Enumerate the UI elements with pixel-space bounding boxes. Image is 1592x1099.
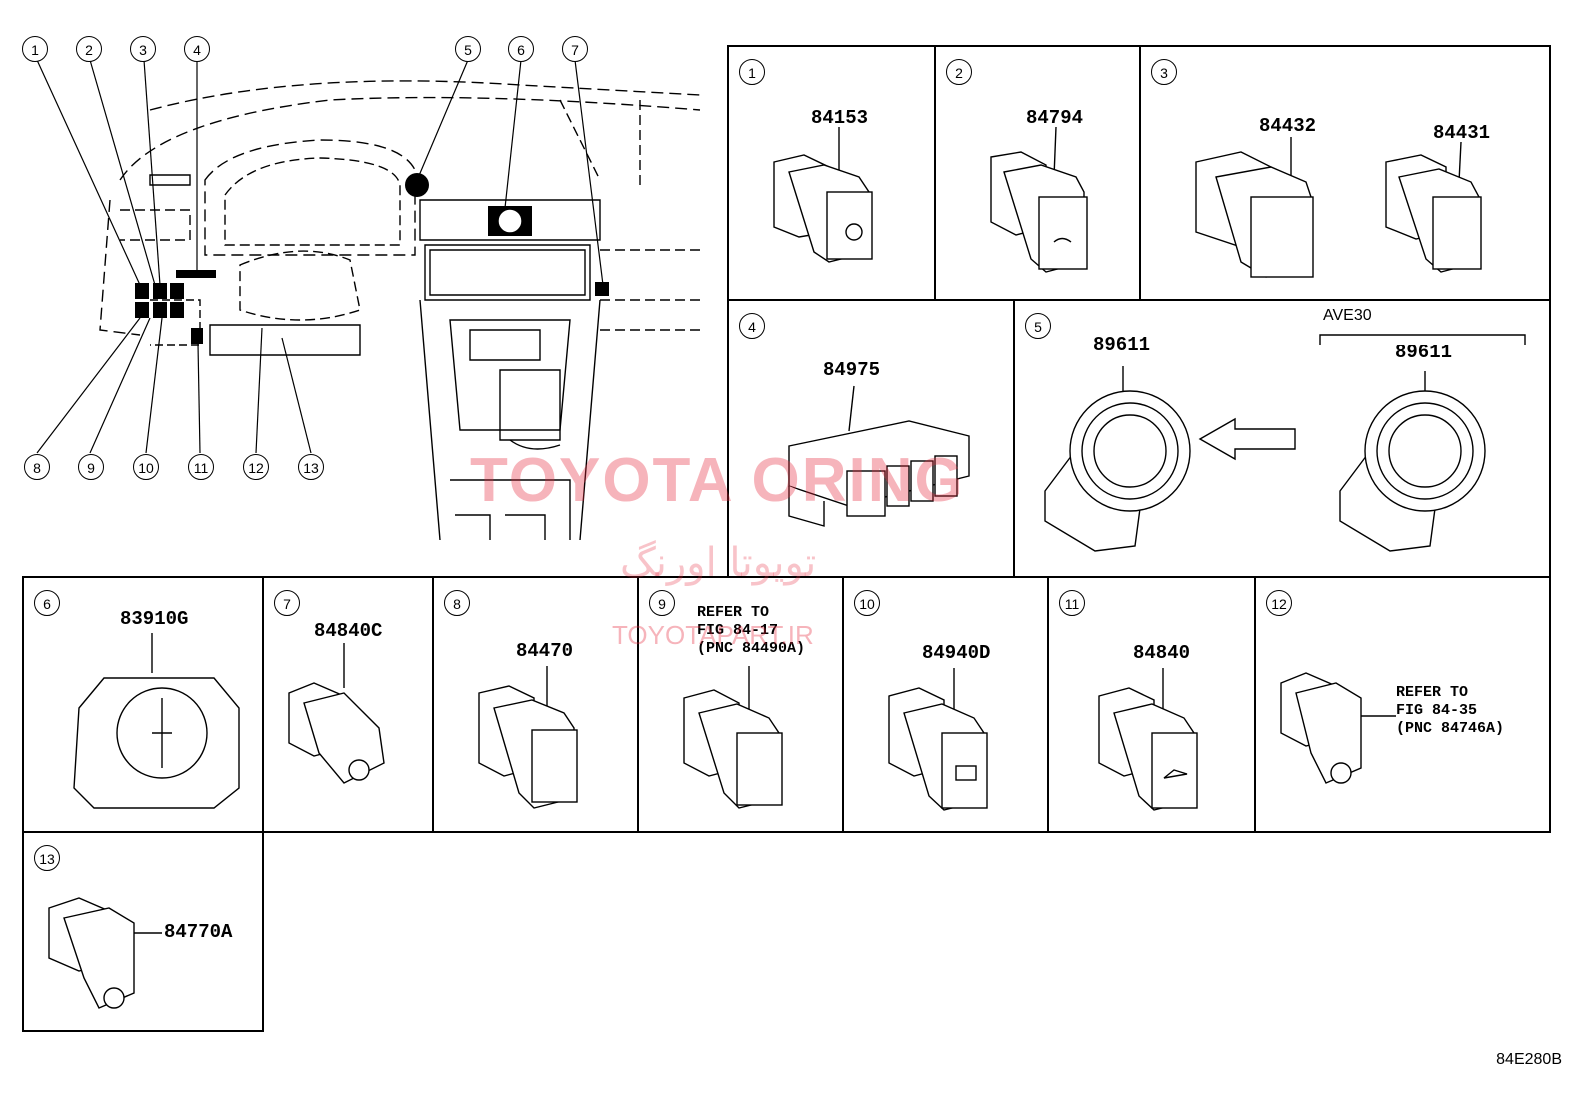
part-index: 10 bbox=[854, 590, 880, 616]
callout-10[interactable]: 10 bbox=[133, 454, 159, 480]
part-number: 84770A bbox=[164, 921, 233, 943]
part-cell-11[interactable]: 11 84840 bbox=[1047, 576, 1256, 833]
callout-3[interactable]: 3 bbox=[130, 36, 156, 62]
part-number: 84840C bbox=[314, 620, 383, 642]
courtesy-switch-icon bbox=[288, 643, 385, 784]
callout-9[interactable]: 9 bbox=[78, 454, 104, 480]
clock-icon bbox=[73, 633, 240, 809]
variant-label: AVE30 bbox=[1323, 307, 1372, 324]
part-number: 84794 bbox=[1026, 107, 1084, 129]
dashboard-overview-drawing bbox=[36, 59, 701, 541]
parking-sensor-switch-icon bbox=[683, 666, 783, 809]
part-number: 84432 bbox=[1259, 115, 1317, 137]
part-cell-8[interactable]: 8 84470 bbox=[432, 576, 639, 833]
part-index: 7 bbox=[274, 590, 300, 616]
part-cell-2[interactable]: 2 84794 bbox=[934, 45, 1141, 301]
refer-note: REFER TO FIG 84-35 (PNC 84746A) bbox=[1396, 684, 1505, 737]
part-number: 84470 bbox=[516, 640, 574, 662]
seat-switch-icon bbox=[888, 668, 988, 811]
part-index: 4 bbox=[739, 313, 765, 339]
callout-5[interactable]: 5 bbox=[455, 36, 481, 62]
rear-defogger-switch-icon bbox=[990, 126, 1088, 273]
part-index: 3 bbox=[1151, 59, 1177, 85]
part-index: 5 bbox=[1025, 313, 1051, 339]
part-index: 8 bbox=[444, 590, 470, 616]
part-number: 84840 bbox=[1133, 642, 1191, 664]
figure-code: 84E280B bbox=[1496, 1051, 1562, 1068]
asc-switch-icon bbox=[1195, 137, 1482, 278]
part-number: 89611 bbox=[1093, 334, 1151, 356]
part-index: 13 bbox=[34, 845, 60, 871]
trunk-opener-switch-icon bbox=[1098, 668, 1198, 811]
part-index: 1 bbox=[739, 59, 765, 85]
part-cell-3[interactable]: 3 84432 84431 bbox=[1139, 45, 1551, 301]
refer-note: REFER TO FIG 84-17 (PNC 84490A) bbox=[697, 604, 806, 657]
bsm-switch-icon bbox=[478, 666, 578, 809]
part-number: 84431 bbox=[1433, 122, 1491, 144]
part-cell-5[interactable]: 5 89611 AVE30 89611 bbox=[1013, 299, 1551, 578]
callout-4[interactable]: 4 bbox=[184, 36, 210, 62]
callout-7[interactable]: 7 bbox=[562, 36, 588, 62]
part-cell-12[interactable]: 12 REFER TO FIG 84-35 (PNC 84746A) bbox=[1254, 576, 1551, 833]
callout-12[interactable]: 12 bbox=[243, 454, 269, 480]
part-number: 83910G bbox=[120, 608, 189, 630]
part-cell-13[interactable]: 13 84770A bbox=[22, 831, 264, 1032]
door-switch-icon bbox=[48, 897, 162, 1009]
courtesy-lamp-switch-icon bbox=[1280, 672, 1396, 784]
callout-8[interactable]: 8 bbox=[24, 454, 50, 480]
part-cell-6[interactable]: 6 83910G bbox=[22, 576, 264, 833]
part-number: 84940D bbox=[922, 642, 991, 664]
auto-headlight-switch-icon bbox=[773, 127, 873, 263]
trip-switch-assembly-icon bbox=[788, 385, 970, 527]
callout-6[interactable]: 6 bbox=[508, 36, 534, 62]
start-stop-button-icon bbox=[1044, 334, 1526, 552]
part-number: 89611 bbox=[1395, 341, 1453, 363]
part-cell-10[interactable]: 10 84940D bbox=[842, 576, 1049, 833]
part-index: 9 bbox=[649, 590, 675, 616]
callout-1[interactable]: 1 bbox=[22, 36, 48, 62]
part-cell-9[interactable]: 9 REFER TO FIG 84-17 (PNC 84490A) bbox=[637, 576, 844, 833]
part-cell-4[interactable]: 4 84975 bbox=[727, 299, 1015, 578]
callout-11[interactable]: 11 bbox=[188, 454, 214, 480]
part-number: 84153 bbox=[811, 107, 869, 129]
part-index: 11 bbox=[1059, 590, 1085, 616]
part-index: 6 bbox=[34, 590, 60, 616]
part-index: 12 bbox=[1266, 590, 1292, 616]
part-cell-1[interactable]: 1 84153 bbox=[727, 45, 936, 301]
callout-2[interactable]: 2 bbox=[76, 36, 102, 62]
part-cell-7[interactable]: 7 84840C bbox=[262, 576, 434, 833]
part-number: 84975 bbox=[823, 359, 881, 381]
callout-13[interactable]: 13 bbox=[298, 454, 324, 480]
part-index: 2 bbox=[946, 59, 972, 85]
